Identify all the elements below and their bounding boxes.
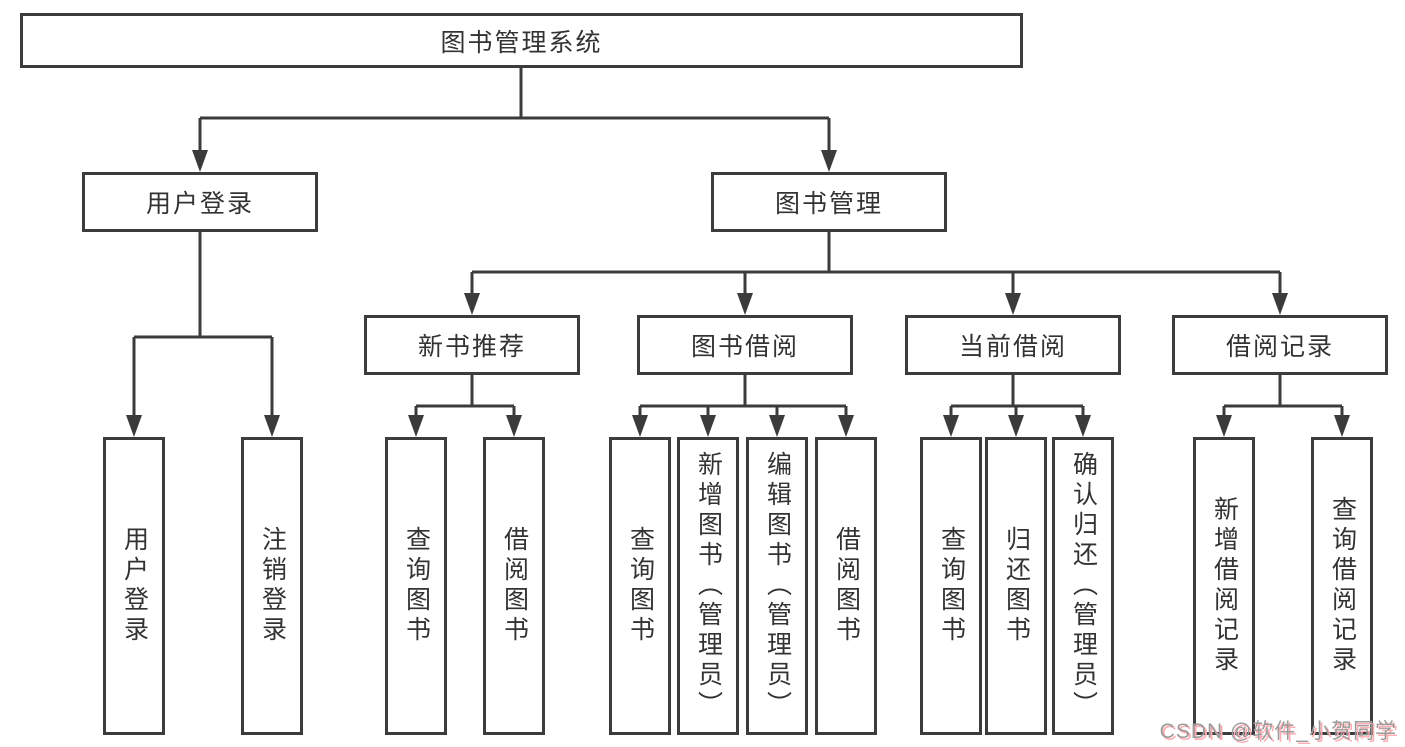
node-label: 借阅图书 xyxy=(500,526,529,646)
node-label: 借阅图书 xyxy=(832,526,861,646)
leaf-borrow-add-book-admin: 新增图书（管理员） xyxy=(677,437,739,735)
leaf-record-query: 查询借阅记录 xyxy=(1311,437,1373,735)
node-label: 借阅记录 xyxy=(1225,333,1334,361)
node-label: 注销登录 xyxy=(258,526,287,646)
node-label: 新增图书（管理员） xyxy=(694,451,723,721)
node-book-borrow: 图书借阅 xyxy=(637,315,853,375)
node-new-book-recommend: 新书推荐 xyxy=(364,315,580,375)
node-current-borrow: 当前借阅 xyxy=(905,315,1121,375)
leaf-borrow-borrow-book: 借阅图书 xyxy=(815,437,877,735)
node-book-management: 图书管理 xyxy=(711,172,947,232)
node-user-login: 用户登录 xyxy=(82,172,318,232)
leaf-current-return-book: 归还图书 xyxy=(985,437,1047,735)
leaf-current-confirm-return-admin: 确认归还（管理员） xyxy=(1052,437,1114,735)
node-label: 图书管理 xyxy=(774,190,883,218)
node-label: 查询借阅记录 xyxy=(1328,496,1357,676)
leaf-record-add: 新增借阅记录 xyxy=(1193,437,1255,735)
node-label: 新书推荐 xyxy=(417,333,526,361)
leaf-recommend-query-book: 查询图书 xyxy=(385,437,447,735)
node-label: 编辑图书（管理员） xyxy=(763,451,792,721)
node-label: 新增借阅记录 xyxy=(1210,496,1239,676)
node-label: 归还图书 xyxy=(1002,526,1031,646)
node-label: 确认归还（管理员） xyxy=(1069,451,1098,721)
node-borrow-record: 借阅记录 xyxy=(1172,315,1388,375)
node-label: 查询图书 xyxy=(402,526,431,646)
leaf-user-login: 用户登录 xyxy=(103,437,165,735)
leaf-recommend-borrow-book: 借阅图书 xyxy=(483,437,545,735)
node-label: 用户登录 xyxy=(120,526,149,646)
node-label: 查询图书 xyxy=(937,526,966,646)
node-label: 图书管理系统 xyxy=(440,28,603,57)
leaf-borrow-query-book: 查询图书 xyxy=(609,437,671,735)
node-label: 图书借阅 xyxy=(690,333,799,361)
node-label: 用户登录 xyxy=(145,190,254,218)
leaf-current-query-book: 查询图书 xyxy=(920,437,982,735)
node-label: 查询图书 xyxy=(626,526,655,646)
leaf-borrow-edit-book-admin: 编辑图书（管理员） xyxy=(746,437,808,735)
node-library-system: 图书管理系统 xyxy=(20,13,1023,68)
node-label: 当前借阅 xyxy=(958,333,1067,361)
leaf-logout: 注销登录 xyxy=(241,437,303,735)
csdn-watermark: CSDN @软件_小贺同学 xyxy=(1159,720,1397,743)
